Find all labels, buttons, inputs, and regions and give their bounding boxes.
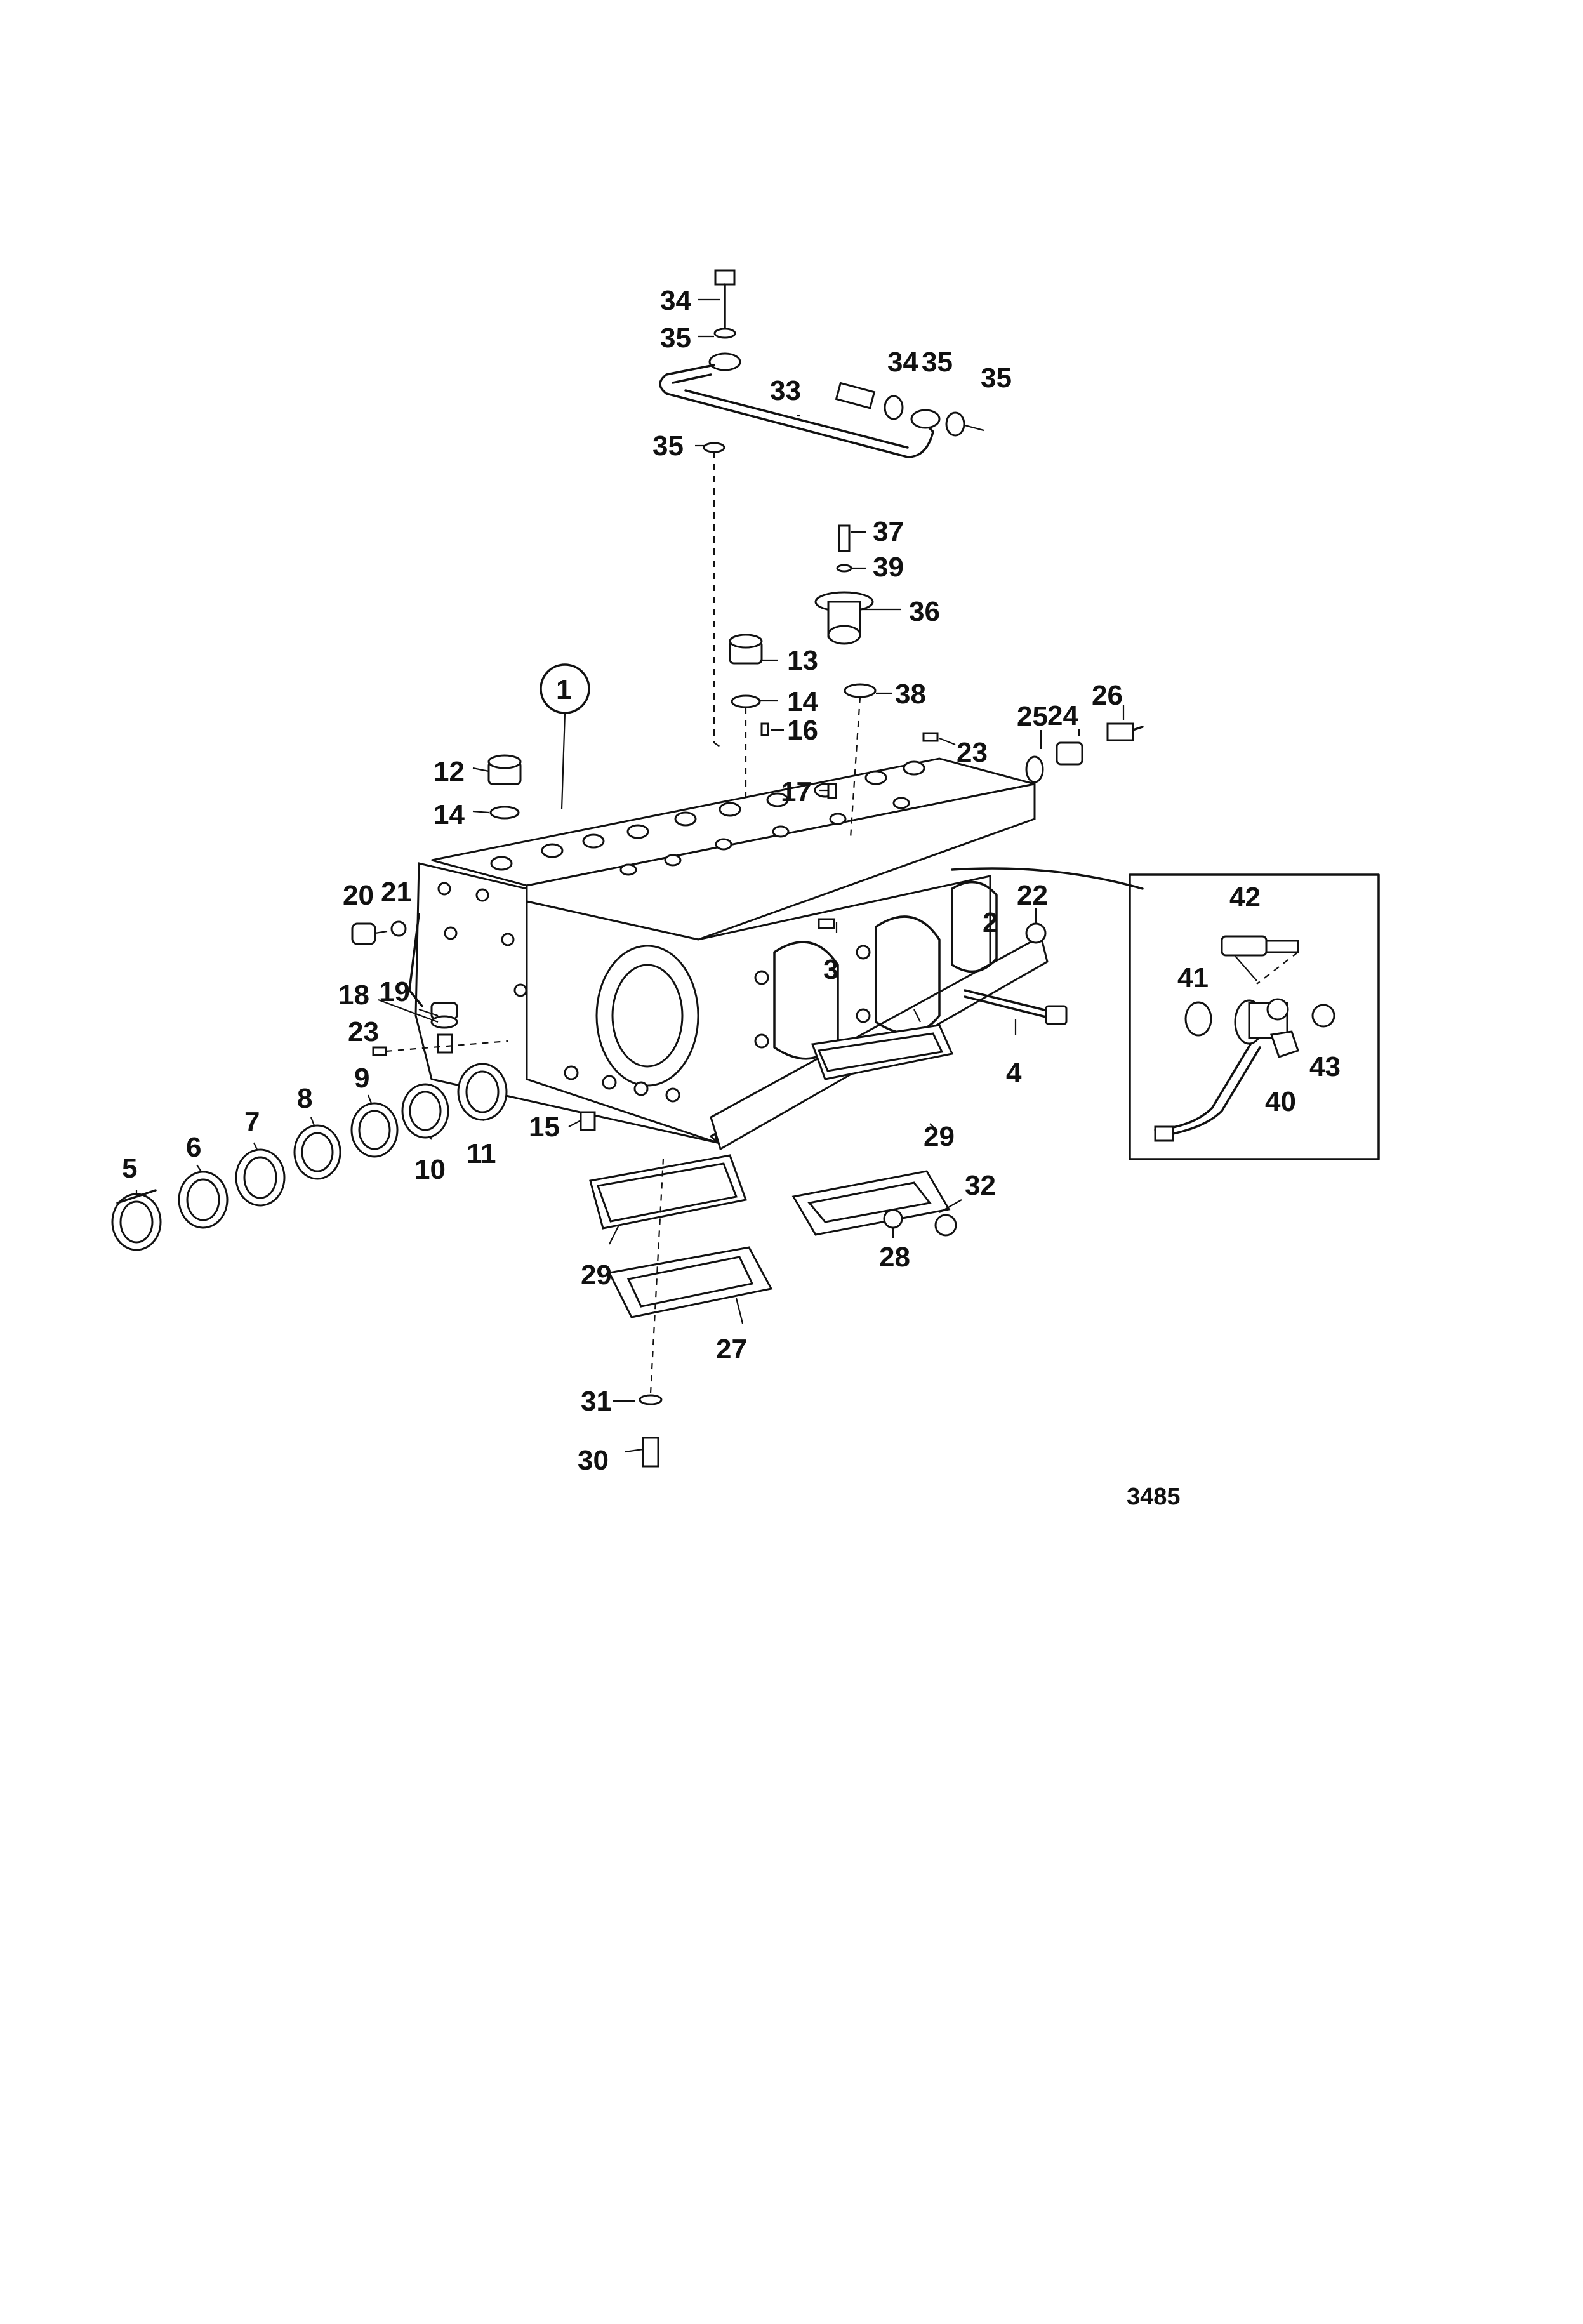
right-side-fittings	[1025, 722, 1144, 944]
oil-pipe-assembly	[659, 269, 984, 750]
part-label: 39	[873, 552, 904, 583]
part-label: 40	[1265, 1086, 1296, 1117]
part-label: 32	[965, 1170, 996, 1201]
part-label: 33	[770, 375, 801, 406]
top-plugs	[487, 634, 939, 820]
part-label: 19	[379, 976, 410, 1007]
bearing-bushings	[111, 1063, 508, 1251]
part-label: 5	[122, 1153, 137, 1184]
part-label: 9	[354, 1063, 369, 1094]
part-label: 37	[873, 516, 904, 547]
part-label: 28	[879, 1242, 910, 1273]
part-label: 14	[787, 686, 818, 717]
part-label: 7	[244, 1106, 260, 1138]
part-label: 42	[1229, 882, 1261, 913]
covers-and-gaskets	[589, 1024, 957, 1468]
main-housing	[414, 757, 1144, 1151]
part-label: 10	[414, 1154, 446, 1185]
part-label: 34	[660, 285, 691, 316]
part-label: 20	[343, 880, 374, 911]
part-label: 36	[909, 596, 940, 627]
part-number-labels: 2 3 4 5 6 7 8 9 10 11 12 13 14 14 15 16 …	[122, 285, 1341, 1476]
part-label: 23	[348, 1016, 379, 1047]
sensor-detail-box	[1129, 873, 1380, 1160]
part-label: 2	[983, 907, 998, 938]
part-label: 38	[895, 679, 926, 710]
part-label: 31	[581, 1386, 612, 1417]
part-label: 13	[787, 645, 818, 676]
left-side-fittings	[351, 913, 835, 1131]
flanged-fitting	[814, 524, 877, 839]
part-label: 43	[1309, 1051, 1341, 1082]
part-label: 24	[1047, 700, 1078, 731]
part-label: 12	[434, 756, 465, 787]
part-label: 8	[297, 1083, 312, 1114]
part-label: 16	[787, 715, 818, 746]
leader-lines	[135, 298, 1125, 1453]
main-assembly-callout: 1	[540, 663, 590, 810]
part-label: 6	[186, 1132, 201, 1163]
part-label: 15	[529, 1112, 560, 1143]
figure-reference-number: 3485	[1127, 1484, 1181, 1510]
part-label: 11	[467, 1138, 496, 1169]
part-label: 14	[434, 799, 465, 830]
part-label: 35	[660, 322, 691, 354]
long-bolt	[964, 989, 1068, 1025]
part-label: 29	[581, 1259, 612, 1291]
part-label: 41	[1177, 962, 1209, 993]
part-label: 4	[1006, 1058, 1022, 1089]
part-label: 25	[1017, 701, 1048, 732]
callout-label-1: 1	[556, 674, 571, 705]
part-label: 35	[981, 362, 1012, 394]
part-label: 18	[338, 979, 369, 1011]
part-label: 21	[381, 877, 412, 908]
part-label: 35	[652, 430, 684, 461]
part-label: 34	[887, 347, 918, 378]
part-label: 35	[922, 347, 953, 378]
part-label: 27	[716, 1334, 747, 1365]
part-label: 3	[823, 954, 838, 985]
part-label: 30	[578, 1445, 609, 1476]
part-label: 22	[1017, 880, 1048, 911]
part-label: 29	[924, 1121, 955, 1152]
part-label: 23	[957, 737, 988, 768]
part-label: 17	[781, 776, 812, 807]
part-label: 26	[1092, 680, 1123, 711]
